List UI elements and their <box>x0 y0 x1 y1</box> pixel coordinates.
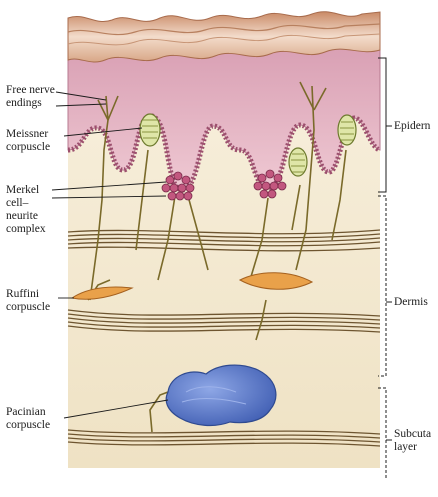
free-nerve-line-1: Free nerve <box>6 84 55 97</box>
pacinian-line-1: Pacinian <box>6 406 50 419</box>
merkel-line-4: complex <box>6 223 46 236</box>
pacinian-line-2: corpuscle <box>6 419 50 432</box>
dermis-label: Dermis <box>394 296 428 309</box>
merkel-label: Merkel cell– neurite complex <box>6 184 46 236</box>
subcutaneous-line-1: Subcuta <box>394 428 431 441</box>
ruffini-line-1: Ruffini <box>6 288 50 301</box>
ruffini-line-2: corpuscle <box>6 301 50 314</box>
free-nerve-endings-label: Free nerve endings <box>6 84 55 110</box>
free-nerve-line-2: endings <box>6 97 55 110</box>
subcutaneous-line-2: layer <box>394 441 431 454</box>
subcutaneous-label: Subcuta layer <box>394 428 431 454</box>
merkel-line-3: neurite <box>6 210 46 223</box>
pacinian-corpuscle <box>166 365 276 425</box>
meissner-line-2: corpuscle <box>6 141 50 154</box>
epidermis-label: Epidern <box>394 120 430 133</box>
merkel-line-1: Merkel <box>6 184 46 197</box>
meissner-line-1: Meissner <box>6 128 50 141</box>
ruffini-label: Ruffini corpuscle <box>6 288 50 314</box>
merkel-line-2: cell– <box>6 197 46 210</box>
meissner-label: Meissner corpuscle <box>6 128 50 154</box>
pacinian-label: Pacinian corpuscle <box>6 406 50 432</box>
